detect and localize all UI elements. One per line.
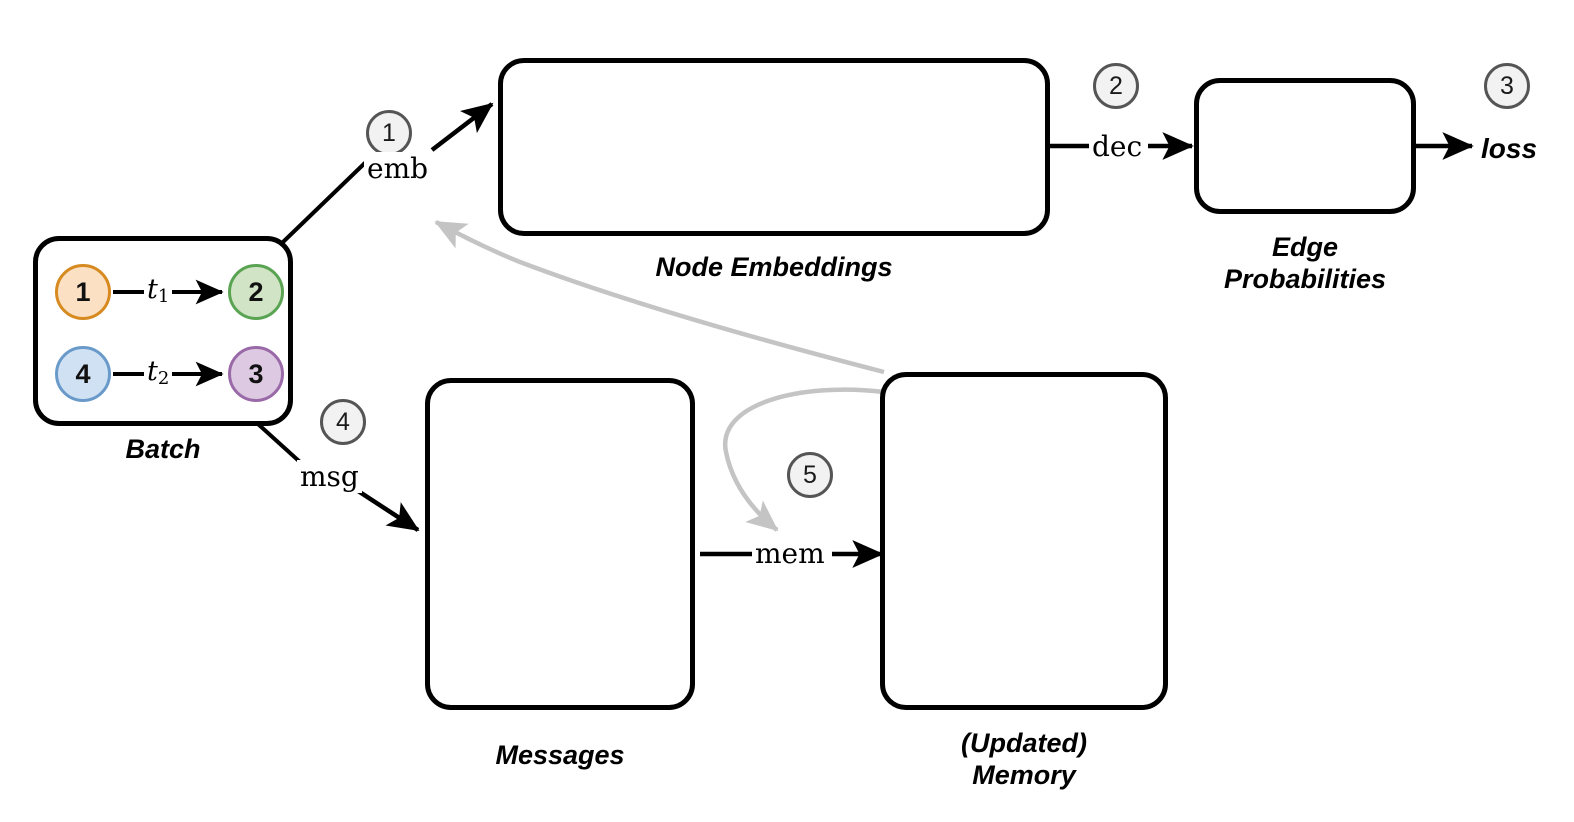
edge-label-msg: msg bbox=[297, 460, 362, 493]
memory-caption: (Updated) Memory bbox=[961, 728, 1087, 790]
batch-node-1[interactable]: 1 bbox=[55, 264, 111, 320]
step-badge-4-label: 4 bbox=[336, 407, 350, 436]
step-badge-5[interactable]: 5 bbox=[787, 452, 833, 498]
arrow-emb-to-embeddings bbox=[430, 102, 494, 152]
step-badge-3[interactable]: 3 bbox=[1484, 63, 1530, 109]
edge-label-mem: mem bbox=[752, 537, 828, 570]
edge-probabilities-panel[interactable] bbox=[1194, 78, 1416, 214]
edge-probabilities-caption: Edge Probabilities bbox=[1223, 232, 1387, 294]
batch-node-4[interactable]: 4 bbox=[55, 346, 111, 402]
batch-node-4-label: 4 bbox=[75, 358, 91, 389]
step-badge-5-label: 5 bbox=[803, 460, 817, 489]
batch-node-2[interactable]: 2 bbox=[228, 264, 284, 320]
step-badge-1[interactable]: 1 bbox=[366, 110, 412, 156]
step-badge-2-label: 2 bbox=[1109, 71, 1123, 100]
arrow-memory-to-emb-feedback bbox=[434, 220, 885, 375]
batch-node-2-label: 2 bbox=[248, 276, 264, 307]
batch-node-3-label: 3 bbox=[248, 358, 264, 389]
step-badge-1-label: 1 bbox=[382, 118, 396, 147]
batch-edge-time-label-t2: t2 bbox=[144, 356, 173, 389]
batch-node-1-label: 1 bbox=[75, 276, 91, 307]
step-badge-4[interactable]: 4 bbox=[320, 399, 366, 445]
arrow-batch-to-emb bbox=[280, 158, 370, 245]
batch-caption: Batch bbox=[125, 434, 201, 464]
edge-label-emb: emb bbox=[364, 152, 432, 185]
step-badge-2[interactable]: 2 bbox=[1093, 63, 1139, 109]
loss-label: loss bbox=[1481, 133, 1538, 164]
messages-panel[interactable] bbox=[425, 378, 695, 710]
step-badge-3-label: 3 bbox=[1500, 71, 1514, 100]
arrow-msg-to-messages bbox=[350, 485, 420, 532]
node-embeddings-caption: Node Embeddings bbox=[655, 252, 893, 282]
batch-edge-time-label-t1: t1 bbox=[144, 274, 173, 307]
edge-label-dec: dec bbox=[1089, 130, 1146, 163]
node-embeddings-panel[interactable] bbox=[498, 58, 1050, 236]
messages-caption: Messages bbox=[495, 740, 625, 770]
batch-node-3[interactable]: 3 bbox=[228, 346, 284, 402]
memory-panel[interactable] bbox=[880, 372, 1168, 710]
